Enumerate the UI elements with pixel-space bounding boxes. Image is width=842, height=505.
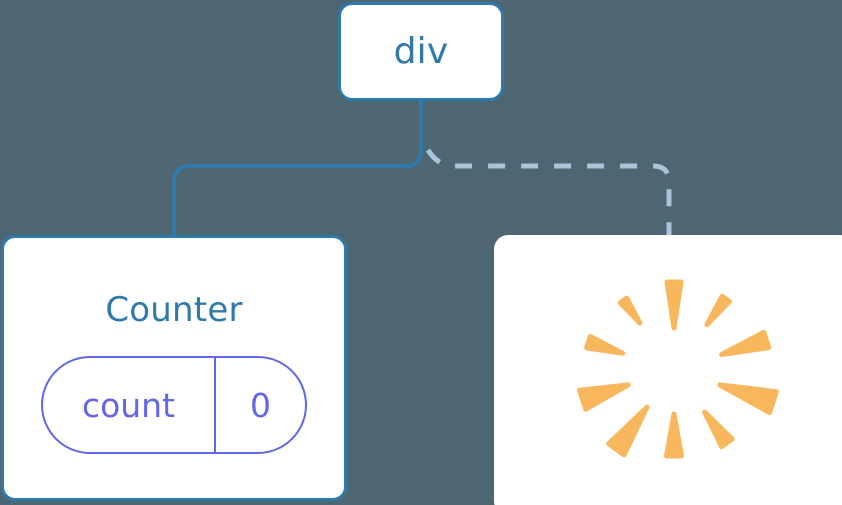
node-counter[interactable]: Counter count 0 (1, 235, 347, 501)
spinner-shard (704, 293, 732, 328)
connector-div-to-counter (172, 98, 423, 238)
state-key-label: count (43, 358, 216, 452)
spinner-shard (606, 404, 650, 458)
spinner-burst-icon (577, 279, 779, 459)
spinner-shard (577, 382, 631, 412)
spinner-shard (719, 329, 772, 357)
spinner-shard (584, 334, 626, 356)
spinner-shard (717, 382, 779, 416)
spinner-shard (664, 279, 684, 331)
node-pending[interactable] (494, 235, 842, 505)
spinner-shard (617, 295, 643, 326)
spinner-shard (702, 409, 735, 450)
state-value-label: 0 (250, 385, 271, 425)
node-div-label: div (393, 31, 449, 72)
spinner-shard (664, 411, 684, 459)
node-counter-label: Counter (105, 290, 243, 330)
state-pill[interactable]: count 0 (41, 356, 307, 454)
node-div[interactable]: div (338, 2, 504, 101)
connector-div-to-pending (425, 148, 672, 236)
